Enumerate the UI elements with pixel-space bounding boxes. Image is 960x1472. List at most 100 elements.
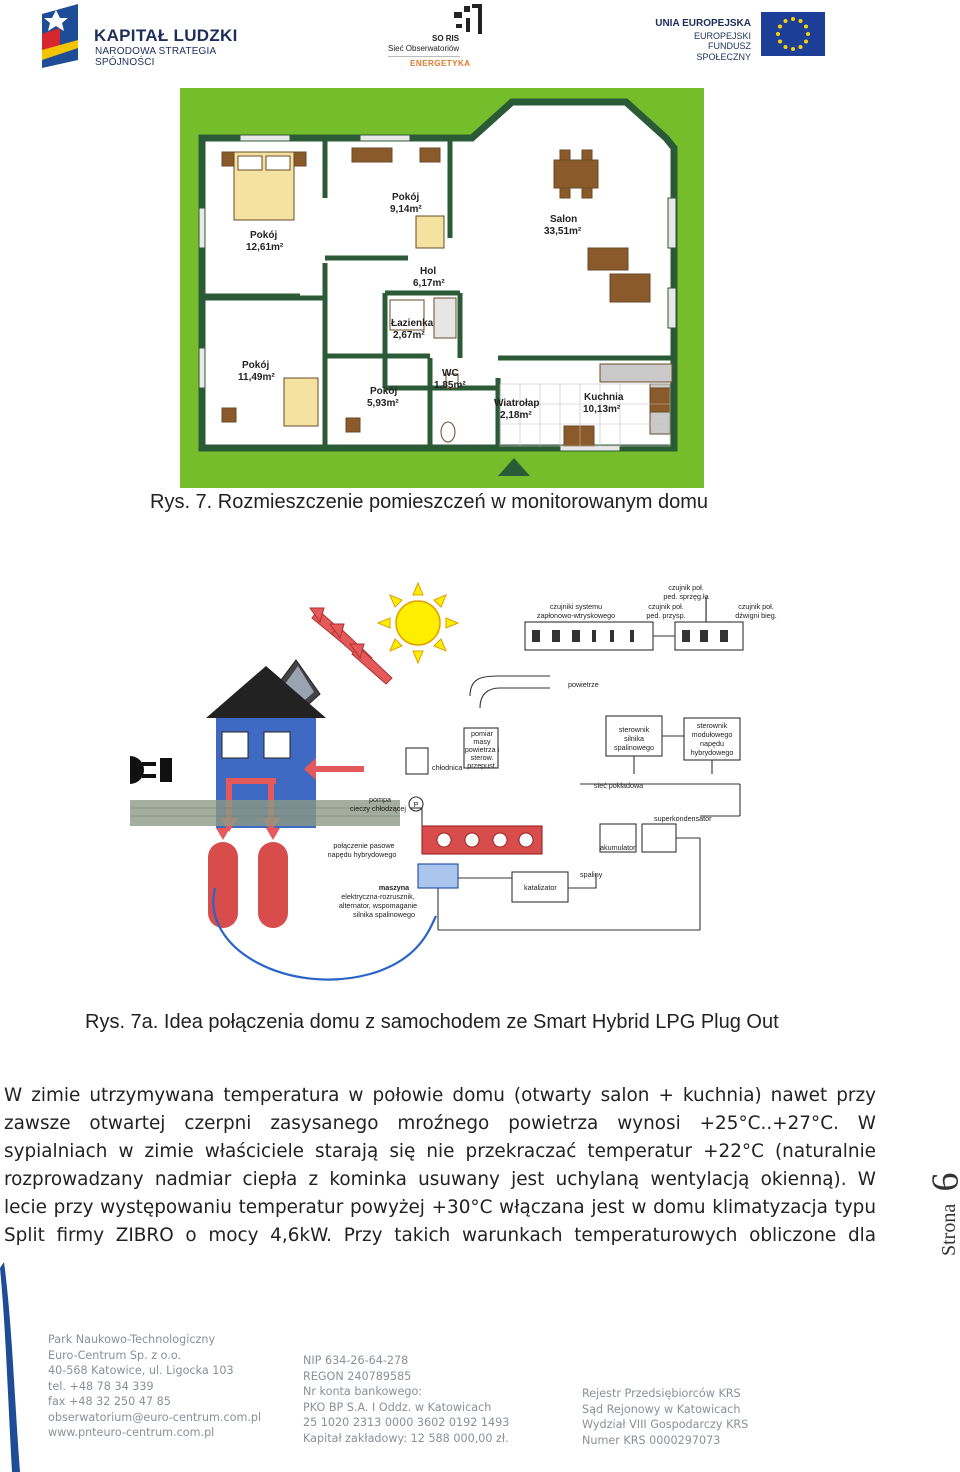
soris-logo: SO RIS Sieć Obserwatoriów ENERGETYKA: [388, 2, 498, 70]
room-label-pokoj-3: Pokój: [242, 360, 269, 371]
house-car-diagram: czujniki systemu zapłonowo-wtryskowego c…: [120, 578, 810, 990]
label-exhaust: spaliny: [580, 870, 603, 879]
page-label: Strona: [938, 1204, 960, 1256]
label-ecu-hybrid-4: hybrydowego: [691, 748, 734, 757]
room-label-pokoj-1: Pokój: [250, 230, 277, 241]
footer-krs-2: Sąd Rejonowy w Katowicach: [582, 1402, 748, 1418]
eu-flag-icon: [761, 12, 825, 56]
body-line-6: Split firmy ZIBRO o mocy 4,6kW. Przy tak…: [4, 1222, 876, 1250]
body-line-1: W zimie utrzymywana temperatura w połowi…: [4, 1082, 876, 1110]
label-injection-sensors-2: zapłonowo-wtryskowego: [537, 611, 615, 620]
soris-network: Sieć Obserwatoriów: [388, 44, 459, 53]
body-line-4: rozprowadzany nadmiar ciepła z kominka u…: [4, 1166, 876, 1194]
footer-bank-2: REGON 240789585: [303, 1369, 509, 1385]
room-area-hol: 6,17m²: [413, 278, 445, 289]
label-supercap: superkondensator: [654, 814, 712, 823]
room-label-hol: Hol: [420, 266, 436, 277]
label-ecu-hybrid-2: modułowego: [692, 730, 733, 739]
kapital-ludzki-emblem-icon: [38, 4, 82, 68]
label-clutch-sensor-2: ped. sprzęg.ła: [663, 592, 708, 601]
room-area-pokoj-1: 12,61m²: [246, 242, 284, 253]
label-ecu-hybrid-3: napędu: [700, 739, 724, 748]
plug-icon: [130, 756, 172, 784]
body-paragraph: W zimie utrzymywana temperatura w połowi…: [4, 1082, 876, 1250]
room-label-pokoj-2: Pokój: [392, 192, 419, 203]
room-label-kuchnia: Kuchnia: [584, 392, 624, 403]
label-pump-2: cieczy chłodzącej: [350, 804, 406, 813]
footer-krs-4: Numer KRS 0000297073: [582, 1433, 748, 1449]
label-ecu-engine-3: spalinowego: [614, 743, 654, 752]
footer-company-5: fax +48 32 250 47 85: [48, 1394, 261, 1410]
footer-bank-5: 25 1020 2313 0000 3602 0192 1493: [303, 1415, 509, 1431]
label-ecu-engine-2: silnika: [624, 734, 644, 743]
room-label-salon: Salon: [550, 214, 577, 225]
room-area-wc: 1,85m²: [434, 380, 466, 391]
room-area-wiatrolap: 2,18m²: [500, 410, 532, 421]
label-onboard-network: sieć pokładowa: [594, 781, 643, 790]
label-emachine-title: maszyna: [379, 883, 410, 892]
label-ecu-engine-1: sterownik: [619, 725, 650, 734]
footer-company-2: Euro-Centrum Sp. z o.o.: [48, 1348, 261, 1364]
footer-krs-3: Wydział VIII Gospodarczy KRS: [582, 1417, 748, 1433]
eu-line2: FUNDUSZ SPOŁECZNY: [655, 41, 751, 63]
footer-col-krs: Rejestr Przedsiębiorców KRS Sąd Rejonowy…: [582, 1386, 748, 1448]
figure-7-caption: Rys. 7. Rozmieszczenie pomieszczeń w mon…: [150, 491, 708, 514]
room-area-salon: 33,51m²: [544, 226, 582, 237]
label-catalyst: katalizator: [524, 883, 557, 892]
room-label-lazienka: Łazienka: [391, 318, 434, 329]
label-radiator: chłodnica: [432, 763, 462, 772]
footer-col-company: Park Naukowo-Technologiczny Euro-Centrum…: [48, 1332, 261, 1441]
pump-symbol: P: [414, 800, 419, 809]
label-accel-sensor-2: ped. przysp.: [646, 611, 685, 620]
label-ecu-hybrid-1: sterownik: [697, 721, 728, 730]
kapital-ludzki-subtitle: NARODOWA STRATEGIA SPÓJNOŚCI: [95, 46, 248, 68]
label-belt-2: napędu hybrydowego: [328, 850, 397, 859]
room-label-wc: WC: [442, 368, 459, 379]
footer-bank-6: Kapitał zakładowy: 12 588 000,00 zł.: [303, 1431, 509, 1447]
kapital-ludzki-title: KAPITAŁ LUDZKI: [94, 26, 238, 46]
footer-bank-1: NIP 634-26-64-278: [303, 1353, 509, 1369]
floor-plan-figure: Pokój 12,61m² Pokój 9,14m² Salon 33,51m²…: [180, 88, 704, 488]
sun-icon: [378, 583, 458, 663]
room-label-pokoj-4: Pokój: [370, 386, 397, 397]
room-area-lazienka: 2,67m²: [393, 330, 425, 341]
label-belt-1: połączenie pasowe: [333, 841, 394, 850]
eu-title: UNIA EUROPEJSKA: [655, 18, 751, 29]
footer-bank-4: PKO BP S.A. I Oddz. w Katowicach: [303, 1400, 509, 1416]
body-line-5: lecie przy występowaniu temperatur powyż…: [4, 1194, 876, 1222]
soris-mark-icon: [450, 2, 490, 38]
soris-divider: [388, 56, 460, 57]
room-label-wiatrolap: Wiatrołap: [494, 398, 539, 409]
label-clutch-sensor-1: czujnik poł.: [668, 583, 704, 592]
footer-company-1: Park Naukowo-Technologiczny: [48, 1332, 261, 1348]
kapital-ludzki-logo: KAPITAŁ LUDZKI NARODOWA STRATEGIA SPÓJNO…: [38, 4, 248, 70]
label-pump-1: pompa: [369, 795, 391, 804]
room-area-pokoj-4: 5,93m²: [367, 398, 399, 409]
label-injection-sensors-1: czujniki systemu: [550, 602, 602, 611]
label-emachine-3: silnika spalinowego: [353, 910, 415, 919]
room-area-kuchnia: 10,13m²: [583, 404, 621, 415]
footer-email-link[interactable]: obserwatorium@euro-centrum.com.pl: [48, 1410, 261, 1426]
label-battery: akumulator: [600, 843, 636, 852]
footer-bank-3: Nr konta bankowego:: [303, 1384, 509, 1400]
footer-website-link[interactable]: www.pnteuro-centrum.com.pl: [48, 1425, 261, 1441]
page-number: 6: [924, 1173, 960, 1192]
figure-7a-caption: Rys. 7a. Idea połączenia domu z samochod…: [85, 1011, 779, 1034]
footer-company-4: tel. +48 78 34 339: [48, 1379, 261, 1395]
label-accel-sensor-1: czujnik poł.: [648, 602, 684, 611]
body-line-3: sypialniach w zimie właściciele starają …: [4, 1138, 876, 1166]
house-car-drawing: czujniki systemu zapłonowo-wtryskowego c…: [120, 578, 810, 990]
room-area-pokoj-3: 11,49m²: [238, 372, 275, 383]
soris-title: SO RIS: [432, 34, 459, 43]
label-air-mass-5: przepust.: [467, 761, 497, 770]
footer-krs-1: Rejestr Przedsiębiorców KRS: [582, 1386, 748, 1402]
label-air: powietrze: [568, 680, 599, 689]
label-emachine-1: elektryczna-rozrusznik,: [341, 892, 415, 901]
footer-col-bank: NIP 634-26-64-278 REGON 240789585 Nr kon…: [303, 1353, 509, 1446]
label-gear-sensor-2: dźwigni bieg.: [735, 611, 777, 620]
floor-plan-drawing: Pokój 12,61m² Pokój 9,14m² Salon 33,51m²…: [180, 88, 704, 488]
soris-energy: ENERGETYKA: [410, 59, 471, 68]
label-gear-sensor-1: czujnik poł.: [738, 602, 774, 611]
body-line-2: zawsze otwartej czerpni zasysanego mroźn…: [4, 1110, 876, 1138]
footer-swoosh: [0, 1262, 30, 1472]
